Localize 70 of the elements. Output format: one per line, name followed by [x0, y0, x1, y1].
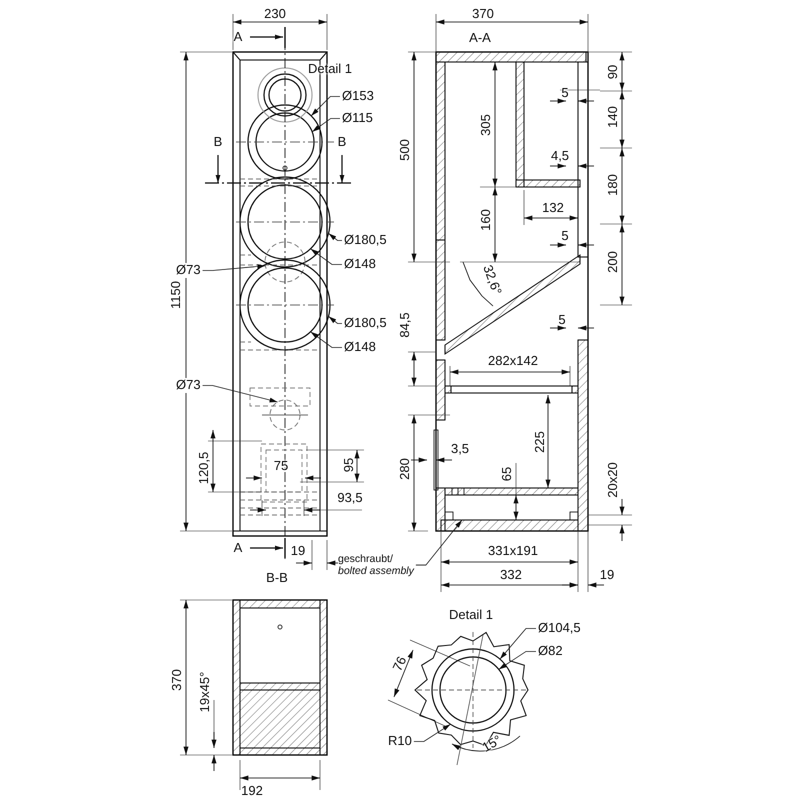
angle-label: 32,6°	[480, 263, 504, 297]
leader-line	[328, 232, 342, 241]
dimension-label: 160	[478, 209, 494, 231]
dimension-label: 332	[500, 568, 522, 582]
leader-line	[310, 248, 342, 265]
leader-line	[202, 385, 278, 402]
dimension-label: 5	[561, 228, 569, 244]
dimension-label: 84,5	[398, 312, 412, 338]
leader-line	[310, 96, 340, 116]
leader-line	[310, 331, 342, 348]
section-label: B	[338, 134, 346, 150]
dimension-label: 280	[398, 458, 412, 480]
leader-line	[328, 316, 342, 324]
port-cutout	[270, 400, 300, 430]
dimension-label: 132	[542, 200, 564, 216]
leader-line	[413, 724, 451, 742]
dimension-label: 65	[500, 466, 514, 482]
dimension-label: 19	[600, 568, 614, 582]
dimension-label: 95	[342, 458, 356, 472]
leader-line	[415, 520, 462, 566]
section-title: B-B	[266, 570, 288, 586]
dimension-label: 5	[558, 312, 566, 328]
dimension-label: 19x45°	[198, 672, 212, 712]
dimension-label: 1150	[168, 281, 184, 309]
leader-line	[312, 118, 340, 132]
dimension-label: 282x142	[488, 354, 538, 368]
dimension-label: 19	[290, 544, 306, 558]
detail-label: Detail 1	[448, 608, 494, 622]
dimension-label: 93,5	[337, 490, 363, 506]
dimension-label: 3,5	[450, 442, 470, 456]
dimension-label: 230	[264, 6, 286, 22]
dimension-label: 5	[561, 86, 569, 100]
leader-line	[498, 651, 536, 670]
dimension-label: 370	[170, 669, 184, 691]
dimension-label: 120,5	[196, 452, 212, 484]
dimension-label: 140	[606, 106, 620, 128]
leader-line	[202, 264, 266, 271]
driver-cutout	[247, 184, 323, 260]
dimension-label: 305	[478, 114, 494, 136]
dimension-label: 200	[606, 251, 620, 273]
section-label: A	[234, 540, 242, 556]
dimension-label: 76	[390, 654, 410, 674]
callout-text: Ø180,5	[344, 316, 387, 331]
dimension-label: 500	[398, 139, 412, 161]
tweeter-ring	[431, 648, 515, 732]
tweeter-ring	[439, 656, 507, 724]
dimension-label: 370	[472, 6, 494, 22]
dimension-label: 90	[606, 64, 620, 80]
port-cutout	[264, 242, 306, 282]
section-title: A-A	[469, 30, 491, 46]
dimension-label: 192	[241, 784, 263, 798]
dimension-label: 331x191	[488, 544, 538, 558]
dimension-label: 225	[532, 431, 548, 453]
dimension-label: 20x20	[606, 462, 620, 498]
angle-label: 15°	[480, 732, 504, 756]
callout-text: Ø104,5	[538, 621, 581, 636]
section-label: B	[214, 134, 222, 150]
callout-text: Ø180,5	[344, 233, 387, 248]
dimension-label: 4,5	[550, 148, 570, 164]
driver-cutout	[255, 112, 315, 172]
driver-cutout	[247, 104, 323, 180]
section-label: A	[234, 30, 242, 44]
callout-text: Ø73	[176, 263, 201, 278]
dimension-label: 75	[274, 458, 288, 474]
dimension-label: 180	[606, 174, 620, 196]
callout-text: Ø73	[176, 378, 201, 393]
driver-cutout	[239, 176, 331, 268]
driver-cutout	[239, 259, 331, 351]
leader-line	[500, 628, 536, 660]
driver-cutout	[247, 267, 323, 343]
